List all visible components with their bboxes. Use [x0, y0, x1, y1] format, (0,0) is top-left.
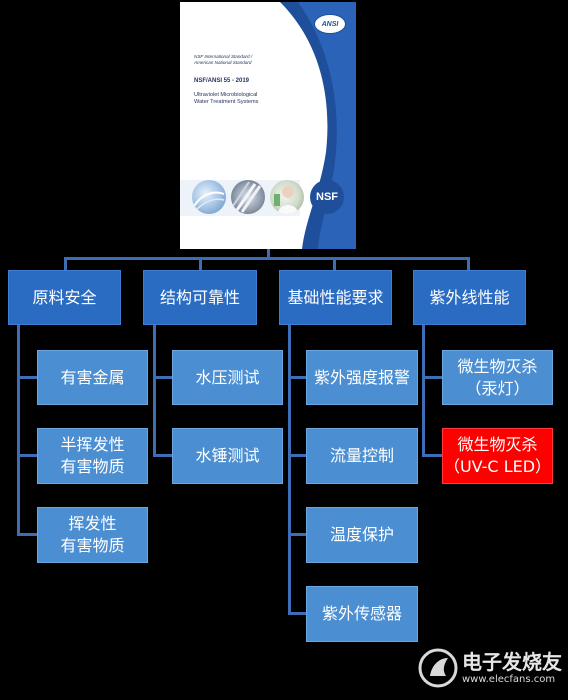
connector-spine-4	[422, 325, 425, 457]
nsf-badge-text: NSF	[316, 191, 338, 203]
connector-branch-1-3	[17, 533, 37, 536]
connector-branch-4-1	[422, 376, 442, 379]
cover-org-line1: NSF International Standard /	[194, 54, 253, 59]
category-uv-performance: 紫外线性能	[413, 270, 526, 325]
category-raw-material-safety: 原料安全	[8, 270, 121, 325]
item-water-hammer-test: 水锤测试	[172, 428, 283, 484]
connector-branch-3-2	[288, 454, 306, 457]
connector-branch-1-1	[17, 376, 37, 379]
ansi-badge-text: ANSI	[321, 20, 339, 28]
item-flow-control: 流量控制	[306, 428, 418, 484]
lab-technician-thumbnail	[270, 180, 304, 214]
uv-tubes-thumbnail	[231, 180, 265, 214]
connector-root-bar	[64, 257, 470, 260]
connector-branch-2-2	[153, 454, 172, 457]
elecfans-watermark-logo: 电子发烧友 www.elecfans.com	[418, 646, 562, 694]
cover-org-line2: American National Standard	[194, 60, 252, 65]
connector-head-3	[333, 257, 336, 270]
connector-spine-3	[288, 325, 291, 615]
item-harmful-metals: 有害金属	[37, 350, 148, 405]
item-microbial-kill-mercury-lamp: 微生物灭杀 （汞灯）	[442, 350, 553, 405]
item-semi-volatile-substances: 半挥发性 有害物质	[37, 428, 148, 484]
connector-branch-2-1	[153, 376, 172, 379]
connector-head-1	[64, 257, 67, 270]
connector-branch-3-3	[288, 533, 306, 536]
cover-title-line1: Ultraviolet Microbiological	[194, 92, 258, 98]
connector-branch-1-2	[17, 454, 37, 457]
connector-branch-3-1	[288, 376, 306, 379]
item-uv-intensity-alarm: 紫外强度报警	[306, 350, 418, 405]
connector-branch-3-4	[288, 612, 306, 615]
cover-title-line2: Water Treatment Systems	[194, 99, 259, 105]
elecfans-logo-name: 电子发烧友	[462, 650, 562, 674]
connector-head-4	[467, 257, 470, 270]
cover-standard-code: NSF/ANSI 55 - 2019	[194, 78, 250, 84]
connector-head-2	[199, 257, 202, 270]
connector-spine-1	[17, 325, 20, 536]
nsf-badge-icon: NSF	[310, 180, 344, 214]
standard-cover-image: NSF International Standard / American Na…	[180, 2, 356, 249]
elecfans-logo-icon	[418, 648, 458, 688]
item-microbial-kill-uvc-led: 微生物灭杀 （UV-C LED）	[442, 428, 553, 484]
category-basic-performance: 基础性能要求	[279, 270, 392, 325]
connector-branch-4-2	[422, 454, 442, 457]
water-splash-thumbnail	[192, 180, 226, 214]
category-structural-reliability: 结构可靠性	[143, 270, 257, 325]
item-uv-sensor: 紫外传感器	[306, 586, 418, 642]
ansi-badge-icon: ANSI	[314, 14, 346, 34]
connector-root-stem	[267, 249, 270, 258]
item-hydrostatic-test: 水压测试	[172, 350, 283, 405]
elecfans-logo-url: www.elecfans.com	[462, 674, 556, 685]
item-temperature-protection: 温度保护	[306, 507, 418, 563]
connector-spine-2	[153, 325, 156, 457]
item-volatile-substances: 挥发性 有害物质	[37, 507, 148, 563]
